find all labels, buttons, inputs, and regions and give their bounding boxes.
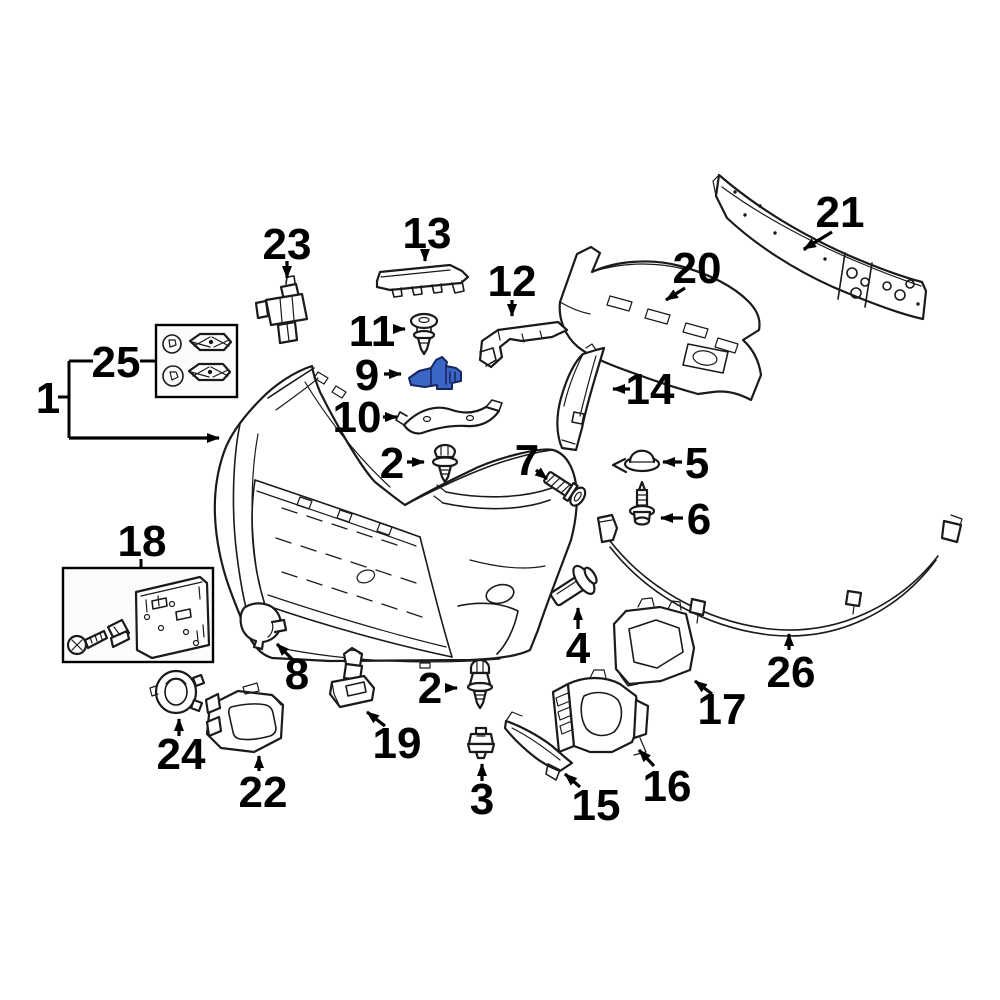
leader-arrows	[58, 230, 833, 789]
part-10-lower-retainer-drawing	[395, 399, 503, 435]
arrow-to-part-17	[694, 679, 713, 696]
kit-25-clip-2	[187, 362, 232, 382]
part-label-16: 16	[643, 762, 692, 811]
kit-18-screw	[66, 629, 109, 656]
part-23-sensor-drawing	[254, 275, 309, 345]
arrow-to-part-16	[637, 748, 656, 768]
part-label-6: 6	[687, 495, 711, 544]
grille-hatch	[275, 496, 423, 618]
part-1-bracket-line	[58, 359, 156, 438]
part-label-1: 1	[36, 374, 60, 423]
part-6-bolt-drawing	[628, 480, 656, 526]
part-label-5: 5	[685, 439, 709, 488]
part-label-20: 20	[673, 244, 722, 293]
part-3-clip-nut-drawing	[466, 726, 496, 760]
part-8-tow-hook-cover-drawing	[239, 602, 288, 651]
part-label-15: 15	[572, 781, 621, 830]
kit-18-license-bracket	[134, 575, 211, 660]
part-26-wire-harness-drawing	[596, 513, 963, 637]
part-25-hardware-kit	[154, 323, 239, 399]
part-label-9: 9	[355, 351, 379, 400]
part-label-22: 22	[239, 768, 288, 817]
part-12-side-retainer-drawing	[478, 320, 569, 369]
arrow-to-part-21	[803, 230, 833, 251]
part-label-13: 13	[403, 209, 452, 258]
part-label-2-upper: 2	[380, 439, 404, 488]
part-label-3: 3	[470, 775, 494, 824]
arrow-to-part-15	[563, 772, 582, 789]
part-20-energy-absorber-drawing	[558, 245, 763, 402]
part-label-18: 18	[118, 517, 167, 566]
arrow-to-part-7	[534, 467, 549, 481]
part-18-license-bracket-kit	[61, 566, 215, 664]
part-2-clip-lower-drawing	[466, 658, 494, 710]
part-label-8: 8	[285, 650, 309, 699]
part-4-tow-pin-drawing	[549, 564, 598, 607]
part-label-19: 19	[373, 719, 422, 768]
part-label-23: 23	[263, 220, 312, 269]
bumper-silhouette	[213, 364, 579, 663]
tow-hook-cover-hole	[485, 583, 515, 605]
part-24-retainer-ring-drawing	[149, 669, 206, 715]
part-15-fog-cover-drawing	[503, 711, 574, 781]
kit-25-clip-1	[188, 332, 233, 352]
part-9-highlighted-bracket-drawing	[408, 356, 462, 390]
part-19-sensor-retainer-drawing	[328, 646, 376, 709]
part-16-fog-housing-drawing	[551, 669, 650, 756]
part-label-2-lower: 2	[418, 664, 442, 713]
part-label-26: 26	[767, 648, 816, 697]
arrow-to-part-20	[665, 286, 686, 302]
part-label-25: 25	[92, 338, 141, 387]
part-14-side-support-drawing	[556, 343, 606, 452]
part-11-clip-drawing	[409, 312, 439, 356]
part-17-fog-bracket-drawing	[612, 597, 696, 687]
part-label-12: 12	[488, 257, 537, 306]
part-label-11: 11	[349, 307, 396, 356]
kit-18-clip	[106, 618, 131, 649]
part-label-21: 21	[816, 188, 865, 237]
part-label-14: 14	[626, 365, 675, 414]
part-21-reinforcement-bar-drawing	[712, 173, 928, 321]
part-label-17: 17	[698, 685, 747, 734]
part-22-sensor-bezel-drawing	[204, 682, 285, 754]
part-13-upper-retainer-drawing	[375, 263, 470, 298]
arrow-to-part-19	[366, 710, 386, 728]
part-label-24: 24	[157, 730, 206, 779]
part-label-10: 10	[333, 393, 382, 442]
part-5-grommet-drawing	[611, 449, 661, 474]
part-2-clip-upper-drawing	[431, 443, 459, 484]
part-label-7: 7	[515, 436, 539, 485]
arrow-to-part-8	[275, 642, 294, 661]
part-label-4: 4	[566, 624, 591, 673]
callout-labels: 1 25 23 13 12 20 21 11 9 10 2 14 7 5 6 1…	[36, 188, 865, 830]
